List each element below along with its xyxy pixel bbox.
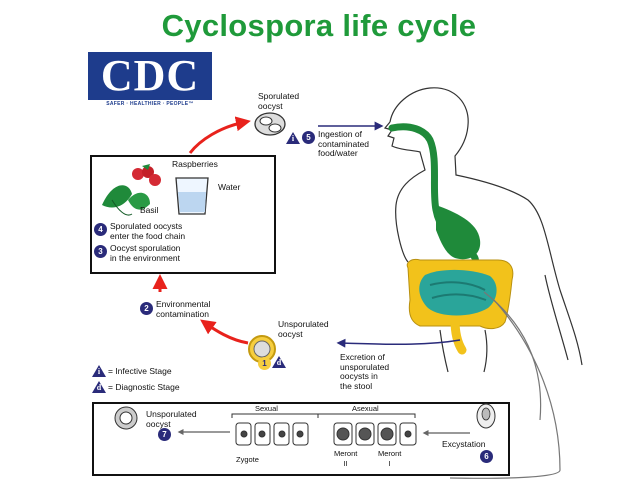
ingestion-label: Ingestion of contaminated food/water xyxy=(318,129,370,158)
bottom-unsporulated-oocyst-icon xyxy=(114,406,138,430)
unsporulated-oocyst-icon xyxy=(248,335,276,363)
basil-label: Basil xyxy=(140,205,159,215)
step-3-badge: 3 xyxy=(94,245,107,258)
arrow-food-to-oocyst xyxy=(188,116,251,154)
step-6-badge: 6 xyxy=(480,450,493,463)
step-7-badge: 7 xyxy=(158,428,171,441)
legend-infective-icon: i xyxy=(92,365,106,377)
zygote-label: Zygote xyxy=(236,455,259,464)
water-glass-icon xyxy=(175,177,209,215)
infective-stage-icon: i xyxy=(286,132,300,144)
legend-infective-label: = Infective Stage xyxy=(108,366,172,376)
step-1-badge: 1 xyxy=(258,357,271,370)
line-from-bottom xyxy=(449,299,561,479)
meront-ii-label: Meront II xyxy=(334,449,358,468)
page-title: Cyclospora life cycle xyxy=(161,8,477,43)
meront-i-label: Meront I xyxy=(378,449,402,468)
step-4-badge: 4 xyxy=(94,223,107,236)
arrow-excretion xyxy=(336,338,461,348)
bottom-unsporulated-label: Unsporulated oocyst xyxy=(146,409,197,429)
sporulated-oocyst-label: Sporulated oocyst xyxy=(258,91,300,111)
step-5-badge: 5 xyxy=(302,131,315,144)
sexual-label: Sexual xyxy=(255,404,278,413)
excystation-oocyst-icon xyxy=(476,403,496,429)
step-2-badge: 2 xyxy=(140,302,153,315)
unsporulated-oocyst-label: Unsporulated oocyst xyxy=(278,319,329,339)
human-figure xyxy=(383,87,583,373)
basil-icon xyxy=(102,185,150,216)
cdc-logo: CDC SAFER · HEALTHIER · PEOPLE™ xyxy=(88,51,212,110)
asexual-label: Asexual xyxy=(352,404,379,413)
environmental-contamination-label: Environmental contamination xyxy=(156,299,211,319)
raspberries-icon xyxy=(132,164,161,186)
cdc-logo-box xyxy=(88,52,212,100)
enter-food-chain-label: Sporulated oocysts enter the food chain xyxy=(110,221,186,241)
developmental-stage-cells xyxy=(235,422,417,446)
legend-diagnostic-icon: d xyxy=(92,381,106,393)
sporulation-environment-label: Oocyst sporulation in the environment xyxy=(110,243,181,263)
diagnostic-stage-icon: d xyxy=(272,356,286,368)
excretion-label: Excretion of unsporulated oocysts in the… xyxy=(340,352,390,391)
cdc-logo-letters: CDC xyxy=(100,51,200,100)
rectum xyxy=(450,315,467,355)
arrow-excretion-to-contamination xyxy=(200,319,249,345)
sexual-bracket xyxy=(231,413,319,418)
asexual-bracket xyxy=(317,413,416,418)
legend-diagnostic-label: = Diagnostic Stage xyxy=(108,382,180,392)
sporulated-oocyst-icon xyxy=(254,112,286,136)
raspberries-label: Raspberries xyxy=(172,159,218,169)
water-label: Water xyxy=(218,182,241,192)
stomach xyxy=(436,205,481,260)
small-intestine xyxy=(419,269,497,316)
cdc-logo-tagline: SAFER · HEALTHIER · PEOPLE™ xyxy=(106,101,194,107)
excystation-label: Excystation xyxy=(442,439,486,449)
